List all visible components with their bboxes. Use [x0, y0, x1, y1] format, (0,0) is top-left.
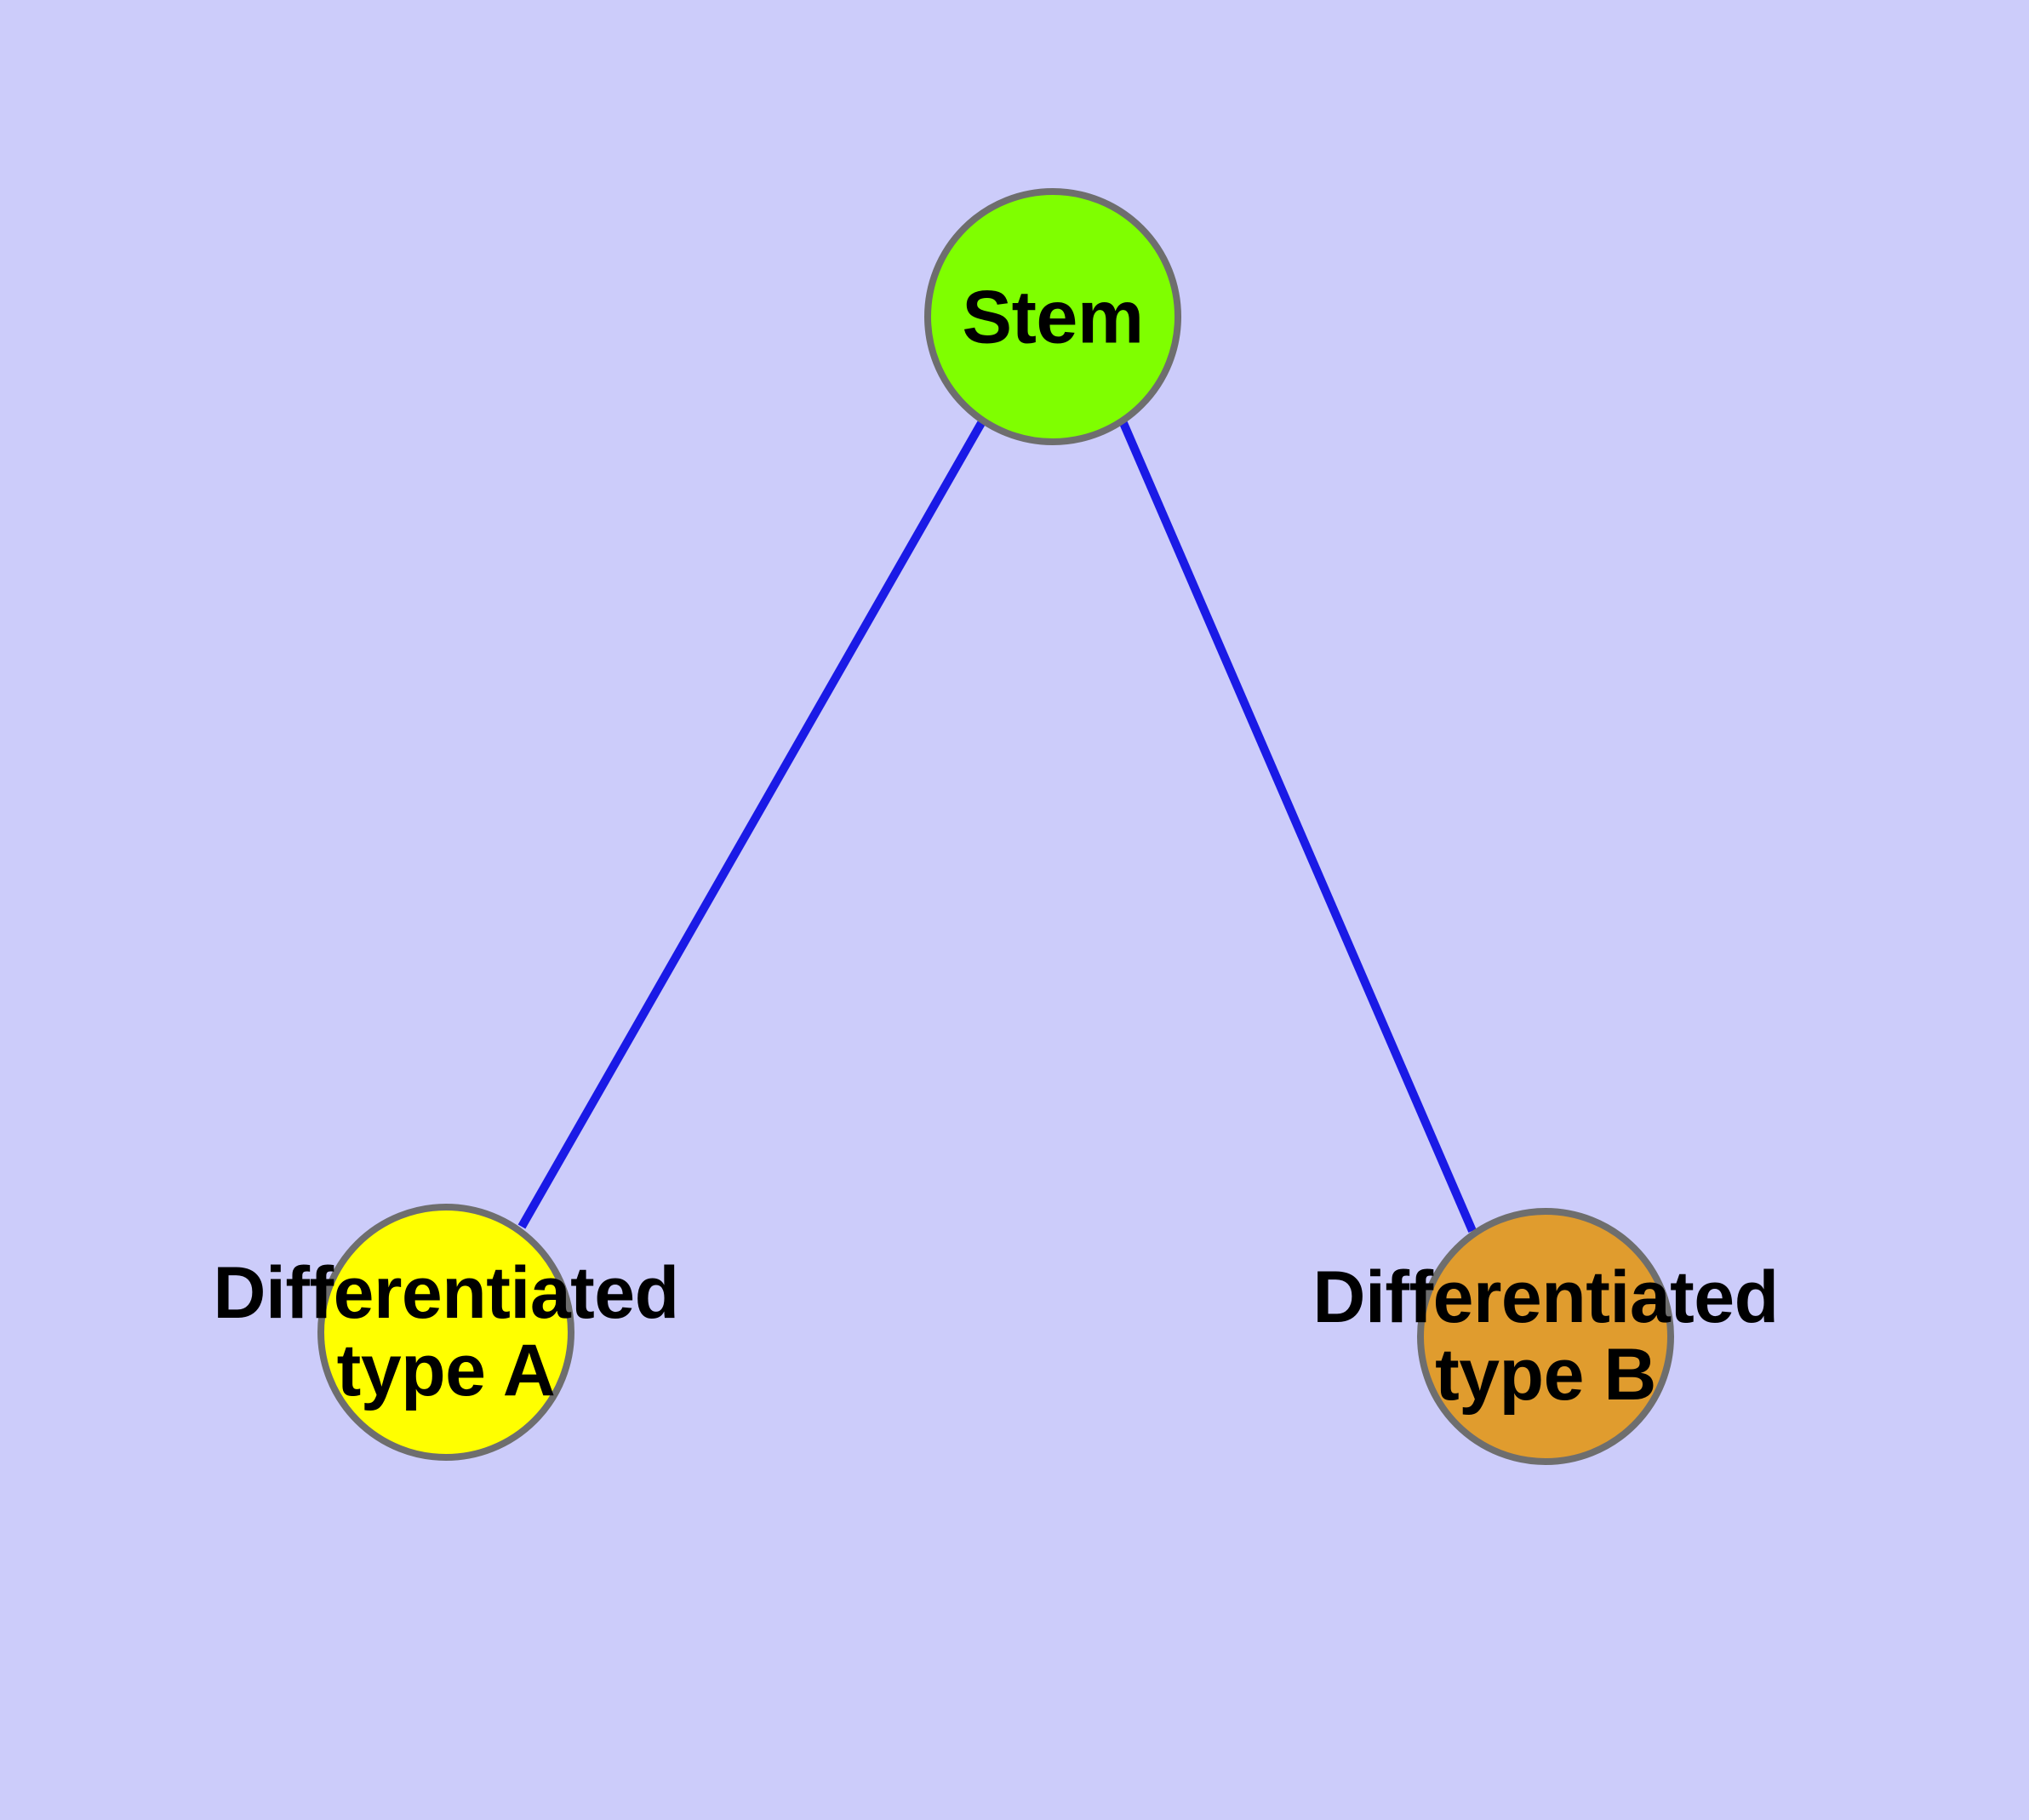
node-stem[interactable] — [924, 188, 1181, 445]
node-layer — [317, 188, 1674, 1465]
edge-stem-to-differentiated-type-a[interactable] — [517, 421, 986, 1229]
node-differentiated-type-a[interactable] — [317, 1204, 574, 1461]
node-differentiated-type-b[interactable] — [1417, 1208, 1674, 1465]
edge-layer — [517, 421, 1477, 1233]
edge-stem-to-differentiated-type-b[interactable] — [1119, 421, 1477, 1233]
